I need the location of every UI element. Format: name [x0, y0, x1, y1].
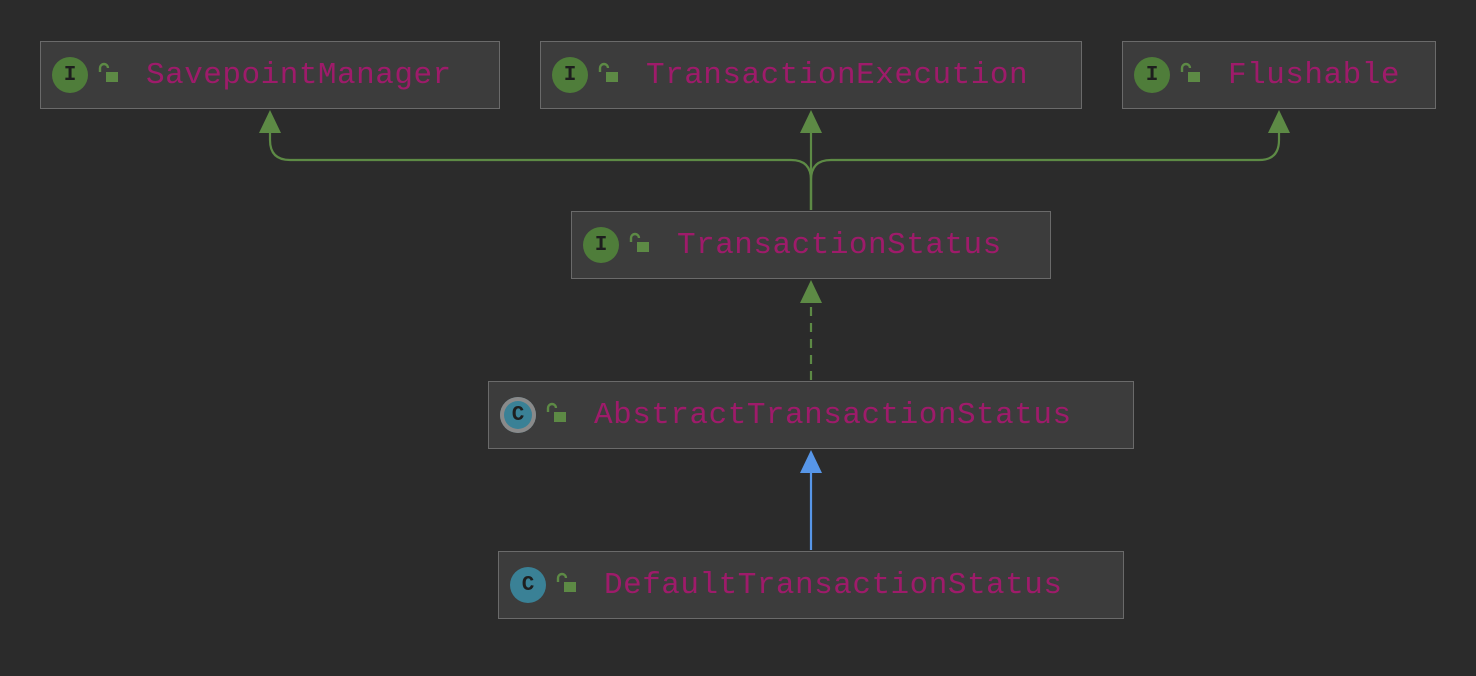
edge-transaction-status-to-savepoint-manager: [268, 132, 813, 210]
interface-icon: I: [52, 57, 88, 93]
arrowhead-transaction-execution: [800, 110, 822, 133]
node-name: AbstractTransactionStatus: [594, 397, 1072, 433]
unlocked-padlock-icon: [556, 572, 576, 592]
interface-icon: I: [1134, 57, 1170, 93]
unlocked-padlock-icon: [629, 232, 649, 252]
node-name: Flushable: [1228, 57, 1400, 93]
node-name: SavepointManager: [146, 57, 452, 93]
node-savepoint-manager[interactable]: I SavepointManager: [40, 41, 500, 109]
arrowhead-flushable: [1268, 110, 1290, 133]
node-abstract-transaction-status[interactable]: C AbstractTransactionStatus: [488, 381, 1134, 449]
node-transaction-execution[interactable]: I TransactionExecution: [540, 41, 1082, 109]
interface-icon: I: [552, 57, 588, 93]
node-name: TransactionExecution: [646, 57, 1029, 93]
node-name: TransactionStatus: [677, 227, 1002, 263]
edge-transaction-status-to-flushable: [809, 132, 1281, 210]
class-icon: C: [510, 567, 546, 603]
unlocked-padlock-icon: [546, 402, 566, 422]
node-flushable[interactable]: I Flushable: [1122, 41, 1436, 109]
unlocked-padlock-icon: [98, 62, 118, 82]
unlocked-padlock-icon: [1180, 62, 1200, 82]
arrowhead-transaction-status: [800, 280, 822, 303]
arrowhead-savepoint-manager: [259, 110, 281, 133]
unlocked-padlock-icon: [598, 62, 618, 82]
node-default-transaction-status[interactable]: C DefaultTransactionStatus: [498, 551, 1124, 619]
interface-icon: I: [583, 227, 619, 263]
node-name: DefaultTransactionStatus: [604, 567, 1063, 603]
node-transaction-status[interactable]: I TransactionStatus: [571, 211, 1051, 279]
abstract-class-icon: C: [500, 397, 536, 433]
arrowhead-abstract-transaction-status: [800, 450, 822, 473]
